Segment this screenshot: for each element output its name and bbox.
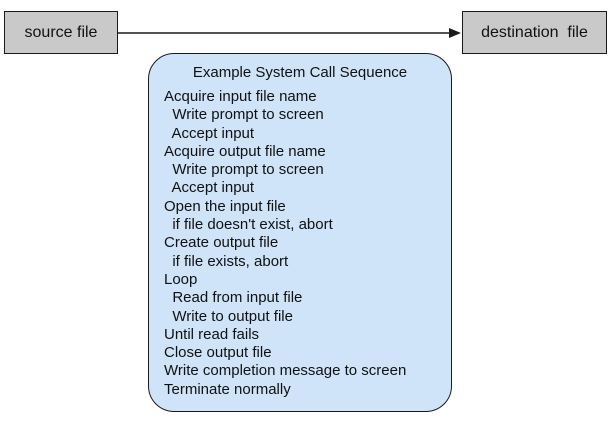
- sequence-step: Loop: [164, 270, 198, 288]
- sequence-step: Open the input file: [164, 197, 286, 215]
- sequence-step: Accept input: [164, 179, 255, 197]
- sequence-step: Write completion message to screen: [164, 362, 407, 380]
- sequence-step: Close output file: [164, 344, 272, 362]
- sequence-step: Accept input: [164, 124, 255, 142]
- sequence-list: Acquire input file name Write prompt to …: [164, 88, 406, 399]
- sequence-step: if file doesn't exist, abort: [164, 216, 333, 234]
- sequence-step: Write to output file: [164, 307, 293, 325]
- destination-file-label: destination file: [481, 23, 588, 41]
- sequence-step: if file exists, abort: [164, 252, 289, 270]
- sequence-step: Acquire output file name: [164, 142, 326, 160]
- source-file-label: source file: [24, 23, 98, 41]
- source-file-box: source file: [4, 11, 118, 54]
- sequence-step: Write prompt to screen: [164, 161, 324, 179]
- sequence-step: Write prompt to screen: [164, 106, 324, 124]
- sequence-step: Until read fails: [164, 325, 260, 343]
- system-call-sequence-panel: Example System Call Sequence Acquire inp…: [148, 53, 452, 412]
- sequence-step: Acquire input file name: [164, 88, 317, 105]
- sequence-step: Terminate normally: [164, 380, 291, 398]
- sequence-step: Create output file: [164, 234, 279, 252]
- arrowhead-icon: [449, 28, 461, 38]
- destination-file-box: destination file: [462, 11, 607, 54]
- sequence-title: Example System Call Sequence: [192, 64, 408, 81]
- sequence-step: Read from input file: [164, 289, 303, 307]
